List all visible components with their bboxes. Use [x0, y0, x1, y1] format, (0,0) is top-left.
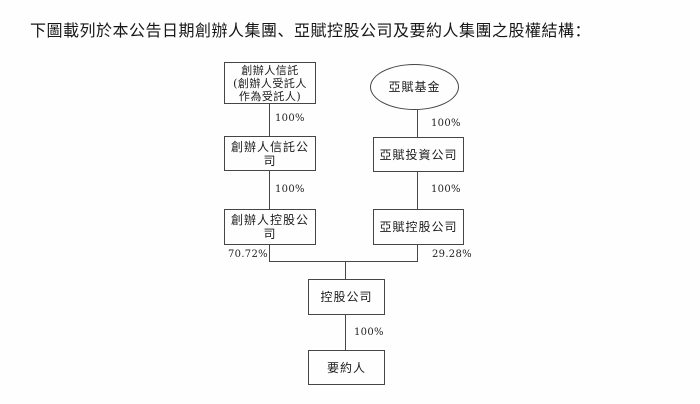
node-founder-holding-company-label: 創辦人控股公司 [230, 213, 309, 241]
edge-investment-to-yafu-holding [417, 172, 418, 209]
node-yafu-investment-company-label: 亞賦投資公司 [379, 147, 458, 162]
label-trust-company-to-founder-holding-pct: 100% [275, 184, 305, 195]
node-founder-trust: 創辦人信託 (創辦人受託人 作為受託人) [224, 62, 316, 104]
node-holding-company: 控股公司 [308, 279, 385, 315]
edge-yafu-holding-down [417, 245, 418, 262]
node-founder-trust-line1: 創辦人信託 [241, 63, 299, 77]
label-fund-to-investment-pct: 100% [431, 118, 461, 129]
node-yafu-holding-company-label: 亞賦控股公司 [379, 220, 458, 234]
node-founder-trust-company-label: 創辦人信託公司 [230, 139, 309, 168]
edge-holding-to-offeror [345, 315, 346, 350]
label-founder-holding-stake-pct: 70.72% [228, 249, 268, 260]
node-yafu-holding-company: 亞賦控股公司 [373, 209, 464, 245]
node-offeror-label: 要約人 [326, 360, 366, 375]
edge-merge-horizontal [269, 261, 418, 262]
node-founder-trust-line3: 作為受託人) [238, 89, 302, 103]
label-trust-to-trust-company-pct: 100% [275, 113, 305, 124]
label-investment-to-yafu-holding-pct: 100% [431, 184, 461, 195]
edge-merge-to-holding-company [345, 261, 346, 281]
edge-fund-to-investment-company [417, 110, 418, 137]
edge-trust-company-to-founder-holding [269, 171, 270, 209]
node-founder-holding-company: 創辦人控股公司 [224, 209, 316, 245]
node-holding-company-label: 控股公司 [320, 290, 373, 304]
page-title: 下圖載列於本公告日期創辦人集團、亞賦控股公司及要約人集團之股權結構： [30, 21, 592, 40]
node-offeror: 要約人 [308, 350, 385, 385]
node-yafu-fund-label: 亞賦基金 [388, 80, 441, 94]
node-yafu-investment-company: 亞賦投資公司 [373, 137, 464, 172]
node-founder-trust-company: 創辦人信託公司 [224, 136, 316, 171]
edge-founder-holding-down [269, 245, 270, 262]
label-yafu-holding-stake-pct: 29.28% [432, 249, 472, 260]
node-yafu-fund: 亞賦基金 [370, 64, 459, 110]
label-holding-to-offeror-pct: 100% [354, 327, 384, 338]
node-founder-trust-line2: (創辦人受託人 [233, 76, 307, 90]
edge-trust-to-trust-company [269, 104, 270, 136]
